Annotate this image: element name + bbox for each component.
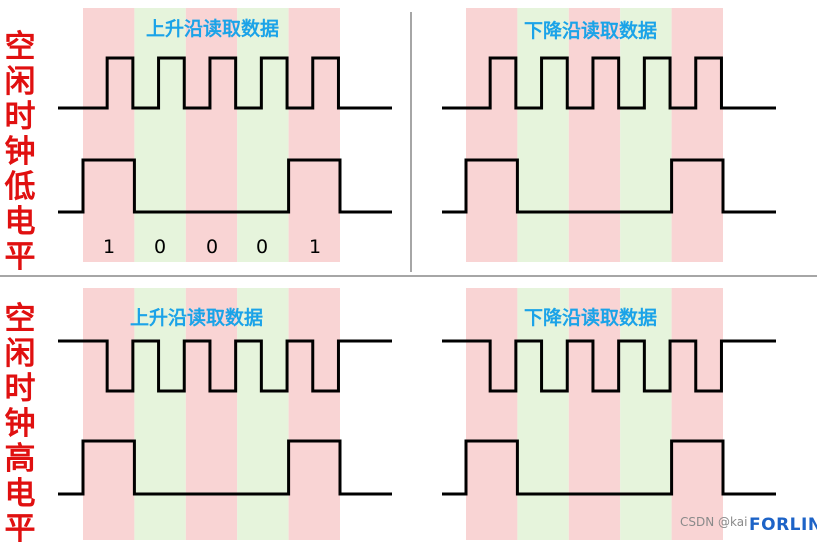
bit-label: 0 bbox=[153, 236, 167, 258]
panel-title-bottom-left: 上升沿读取数据 bbox=[130, 307, 264, 329]
bit-band bbox=[237, 8, 289, 262]
clock-signal bbox=[442, 56, 776, 110]
bit-band bbox=[134, 288, 186, 540]
clock-signal bbox=[58, 339, 392, 393]
row-title-low-idle: 空 闲 时 钟 低 电 平 bbox=[4, 29, 36, 275]
bit-band bbox=[185, 8, 238, 262]
bit-label: 1 bbox=[102, 236, 116, 258]
clock-signal bbox=[58, 56, 392, 110]
bit-band bbox=[237, 288, 289, 540]
bit-band bbox=[134, 8, 186, 262]
bit-label: 0 bbox=[255, 236, 269, 258]
bit-band bbox=[517, 288, 569, 540]
bit-band bbox=[288, 8, 340, 262]
bit-band bbox=[466, 288, 518, 540]
bit-bands bbox=[83, 8, 723, 540]
panel-title-top-left: 上升沿读取数据 bbox=[146, 18, 280, 40]
bit-band bbox=[671, 8, 723, 262]
bit-label: 0 bbox=[205, 236, 219, 258]
bit-band bbox=[288, 288, 340, 540]
bit-band bbox=[620, 288, 672, 540]
bit-band bbox=[185, 288, 238, 540]
data-signal bbox=[58, 439, 392, 496]
data-signal bbox=[442, 158, 776, 214]
panel-title-top-right: 下降沿读取数据 bbox=[524, 20, 658, 42]
bit-band bbox=[517, 8, 569, 262]
clock-signal bbox=[442, 339, 776, 393]
bit-band bbox=[620, 8, 672, 262]
row-title-high-idle: 空 闲 时 钟 高 电 平 bbox=[4, 301, 36, 547]
bit-band bbox=[568, 8, 621, 262]
panel-title-bottom-right: 下降沿读取数据 bbox=[524, 307, 658, 329]
data-signal bbox=[58, 158, 392, 214]
bit-band bbox=[83, 8, 135, 262]
bit-band bbox=[466, 8, 518, 262]
brand-logo: FORLINX bbox=[749, 515, 817, 535]
bit-label: 1 bbox=[308, 236, 322, 258]
data-signal bbox=[442, 439, 776, 496]
signal-traces bbox=[58, 56, 776, 496]
bit-band bbox=[671, 288, 723, 540]
bit-band bbox=[568, 288, 621, 540]
watermark-text: CSDN @kai bbox=[680, 515, 748, 529]
bit-band bbox=[83, 288, 135, 540]
